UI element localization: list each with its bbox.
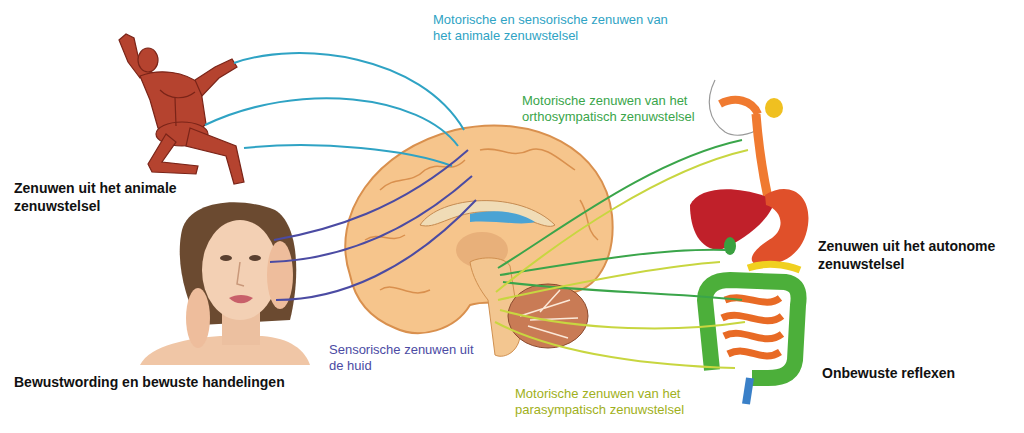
digestive-system-part bbox=[756, 114, 768, 198]
muscle-figure-part bbox=[138, 48, 158, 72]
face-figure-part bbox=[229, 295, 253, 303]
face-figure-part bbox=[220, 255, 232, 261]
brain-part bbox=[420, 201, 555, 227]
digestive-system-part bbox=[709, 80, 760, 135]
caption-label: Zenuwen uit het animale zenuwstelsel bbox=[14, 180, 204, 215]
brain bbox=[345, 126, 612, 357]
brain-part bbox=[365, 235, 405, 240]
nerve-label: Motorische en sensorische zenuwen van he… bbox=[433, 12, 673, 45]
face-figure-part bbox=[186, 288, 210, 348]
nerve-label: Sensorische zenuwen uit de huid bbox=[329, 342, 479, 375]
nerve-lines-part bbox=[274, 150, 468, 240]
muscle-figure-part bbox=[175, 98, 176, 126]
nerve-label: Motorische zenuwen van het orthosympatis… bbox=[522, 93, 722, 126]
brain-part bbox=[380, 287, 430, 293]
brain-part bbox=[480, 149, 575, 170]
digestive-system-part bbox=[765, 98, 783, 118]
nerve-lines-part bbox=[276, 200, 476, 300]
digestive-system-part bbox=[720, 100, 758, 114]
digestive-system-part bbox=[724, 237, 736, 255]
digestive-system-part bbox=[752, 189, 809, 265]
caption-label: Onbewuste reflexen bbox=[822, 365, 1012, 383]
nerve-lines-part bbox=[496, 150, 748, 292]
nerve-lines-part bbox=[205, 98, 458, 146]
nerve-lines-part bbox=[234, 53, 464, 130]
digestive-system-part bbox=[746, 378, 750, 404]
digestive-system bbox=[690, 80, 808, 404]
nerve-lines-part bbox=[500, 310, 745, 328]
muscle-figure bbox=[119, 34, 244, 184]
face-figure-part bbox=[202, 220, 278, 320]
muscle-figure-part bbox=[195, 59, 237, 96]
muscle-figure-part bbox=[186, 128, 244, 184]
nerve-lines-part bbox=[498, 262, 720, 300]
muscle-figure-part bbox=[160, 90, 195, 98]
nerve-lines-part bbox=[244, 145, 452, 166]
caption-label: Bewustwording en bewuste handelingen bbox=[14, 374, 334, 392]
face-figure bbox=[140, 202, 310, 365]
digestive-system-part bbox=[748, 264, 800, 270]
caption-label: Zenuwen uit het autonome zenuwstelsel bbox=[818, 238, 1018, 273]
nerve-lines-part bbox=[270, 176, 472, 262]
face-figure-part bbox=[237, 262, 244, 286]
nerve-label: Motorische zenuwen van het parasympatisc… bbox=[515, 386, 730, 419]
brain-part bbox=[520, 290, 578, 338]
muscle-figure-part bbox=[148, 134, 198, 174]
nerve-lines-part bbox=[495, 322, 735, 368]
digestive-system-part bbox=[722, 298, 782, 356]
brain-part bbox=[470, 211, 535, 223]
nerve-lines bbox=[205, 53, 748, 368]
digestive-system-part bbox=[705, 280, 799, 378]
face-figure-part bbox=[249, 255, 261, 261]
